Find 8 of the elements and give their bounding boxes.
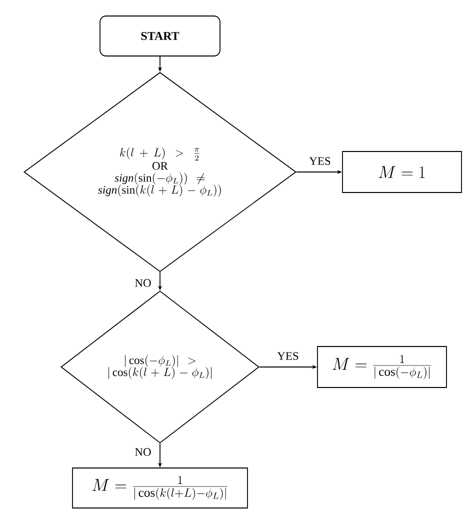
result-box: $M = 1$ (342, 151, 462, 193)
edge-label: YES (276, 351, 300, 361)
edge-label: NO (134, 447, 152, 457)
result-box: $M = \frac{1}{|\cos(k(l+L)-\phi_L)|}$ (72, 468, 248, 508)
edge-label: YES (308, 156, 332, 166)
result-box: $M = \frac{1}{|\cos(-\phi_L)|}$ (317, 346, 447, 388)
start-box: START (100, 16, 220, 56)
edge-label: NO (134, 278, 152, 288)
